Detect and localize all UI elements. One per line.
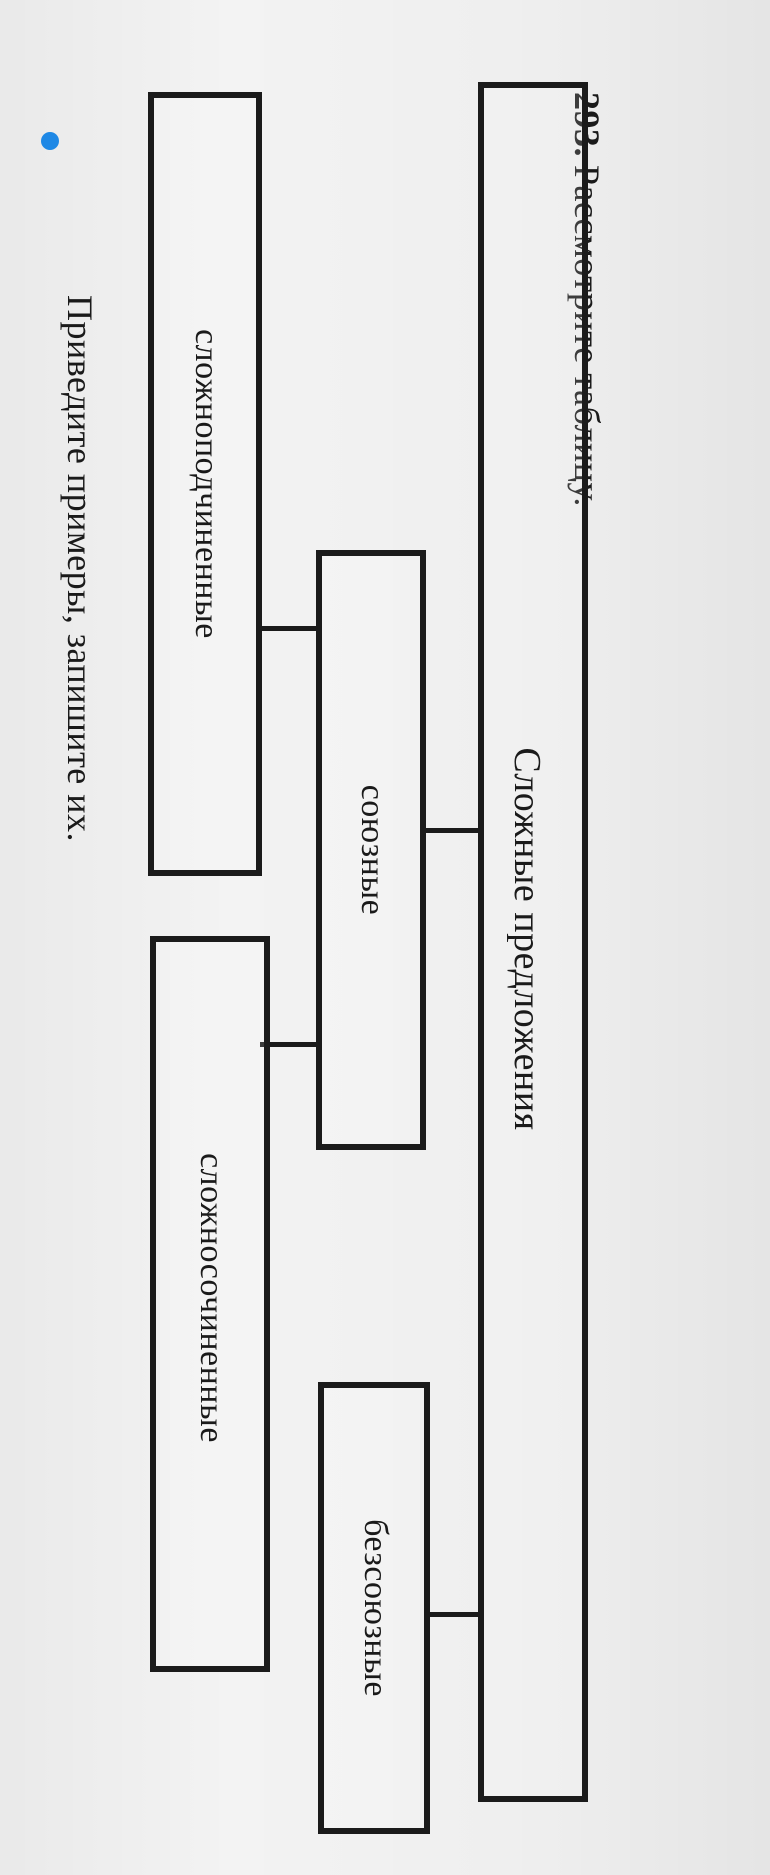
coordinate-label: сложносочиненные [193,1153,230,1443]
root-box [478,82,588,1802]
root-label: Сложные предложения [506,747,548,1131]
connector-root-nonunion [424,1612,478,1617]
subordinate-label: сложноподчиненные [188,329,225,639]
connector-root-union [424,828,478,833]
coordinate-box [150,936,270,1672]
task-text: Приведите примеры, запишите их. [60,295,100,843]
union-label: союзные [354,784,391,916]
connector-union-coordinate [260,1042,316,1047]
union-box [316,550,426,1150]
nonunion-label: безсоюзные [357,1519,394,1697]
blue-bullet-icon [41,132,59,150]
subordinate-box [148,92,262,876]
connector-union-subordinate [260,626,316,631]
nonunion-box [318,1382,430,1834]
